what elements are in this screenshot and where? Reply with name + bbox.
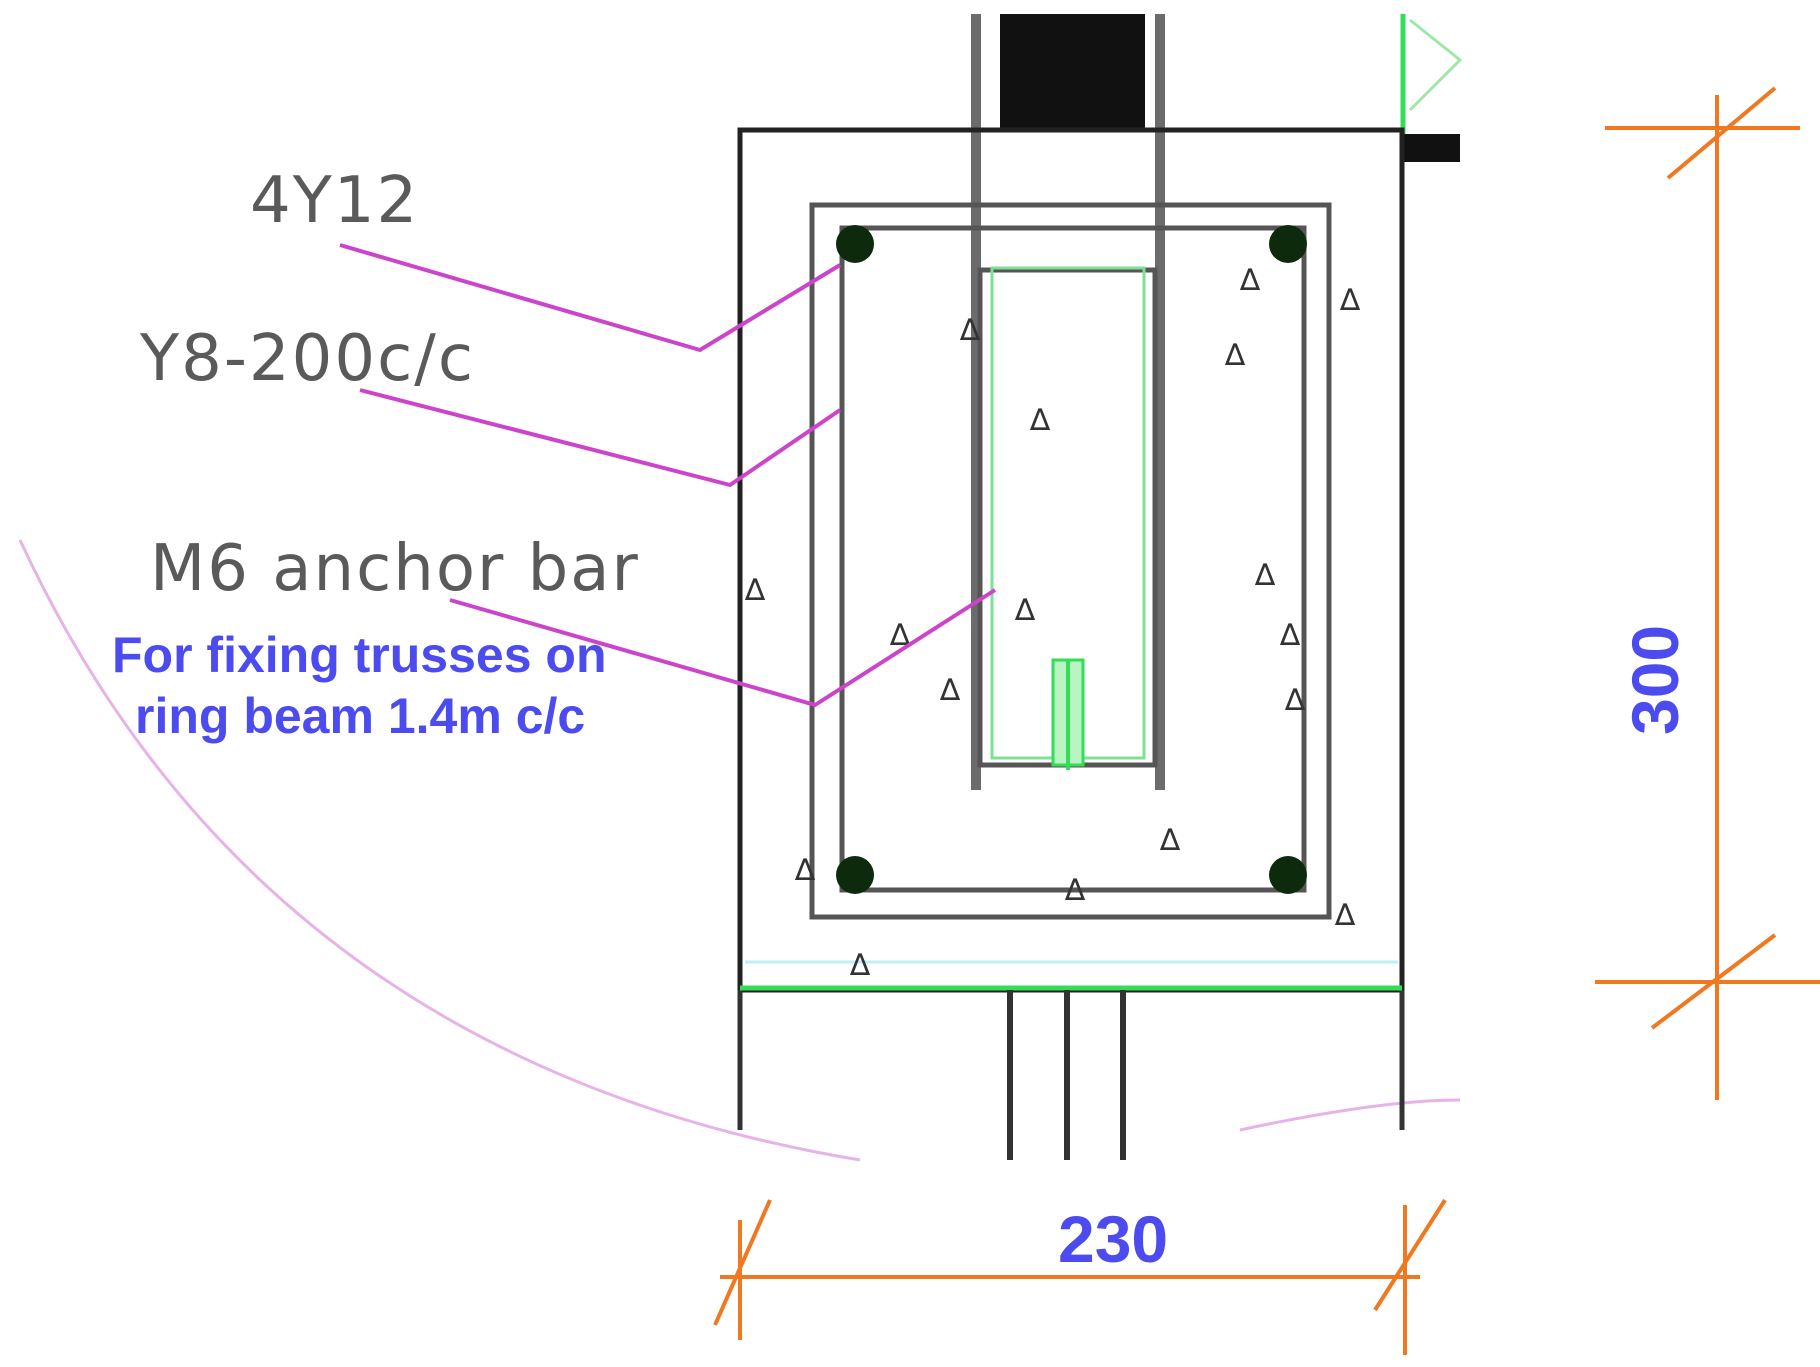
svg-text:∆: ∆ bbox=[1064, 873, 1086, 908]
note-line-1: For fixing trusses on bbox=[112, 627, 607, 683]
rebar-top-left bbox=[836, 225, 874, 263]
leader-4y12 bbox=[339, 243, 842, 353]
stirrup-inner bbox=[839, 225, 1307, 893]
svg-text:∆: ∆ bbox=[1159, 823, 1181, 858]
stirrup-outer bbox=[809, 202, 1332, 920]
svg-text:∆: ∆ bbox=[959, 313, 981, 348]
svg-text:∆: ∆ bbox=[1254, 558, 1276, 593]
svg-text:∆: ∆ bbox=[849, 948, 871, 983]
aggregate-marks: ∆ ∆ ∆ ∆ ∆ ∆ ∆ ∆ ∆ ∆ ∆ ∆ ∆ ∆ ∆ ∆ ∆ bbox=[744, 263, 1361, 983]
leader-m6 bbox=[449, 588, 997, 708]
wall-above bbox=[1000, 14, 1145, 129]
dimension-height bbox=[1595, 86, 1820, 1100]
green-diagonal bbox=[1408, 18, 1463, 112]
rebar-bottom-right bbox=[1269, 856, 1307, 894]
dimension-width-value: 230 bbox=[1058, 1202, 1168, 1276]
background-arc-right bbox=[1239, 1098, 1461, 1132]
label-stirrups: Y8-200c/c bbox=[139, 322, 475, 396]
rebar-top-right bbox=[1269, 225, 1307, 263]
rebar-bottom-left bbox=[836, 856, 874, 894]
label-anchor-bar: M6 anchor bar bbox=[150, 532, 640, 606]
black-bar-right bbox=[1403, 134, 1460, 162]
svg-text:∆: ∆ bbox=[1014, 593, 1036, 628]
svg-text:∆: ∆ bbox=[1284, 683, 1306, 718]
svg-text:∆: ∆ bbox=[889, 618, 911, 653]
note-line-2: ring beam 1.4m c/c bbox=[135, 688, 585, 744]
svg-text:∆: ∆ bbox=[1239, 263, 1261, 298]
svg-text:∆: ∆ bbox=[794, 853, 816, 888]
background-arc bbox=[18, 539, 861, 1162]
label-main-bars: 4Y12 bbox=[250, 164, 419, 238]
svg-text:∆: ∆ bbox=[744, 573, 766, 608]
svg-text:∆: ∆ bbox=[1224, 338, 1246, 373]
svg-text:∆: ∆ bbox=[1029, 403, 1051, 438]
dimension-width bbox=[713, 1198, 1447, 1355]
svg-text:∆: ∆ bbox=[1339, 283, 1361, 318]
leader-y8 bbox=[359, 388, 842, 488]
svg-text:∆: ∆ bbox=[1334, 898, 1356, 933]
dimension-height-value: 300 bbox=[1618, 625, 1692, 735]
svg-text:∆: ∆ bbox=[939, 673, 961, 708]
svg-text:∆: ∆ bbox=[1279, 618, 1301, 653]
